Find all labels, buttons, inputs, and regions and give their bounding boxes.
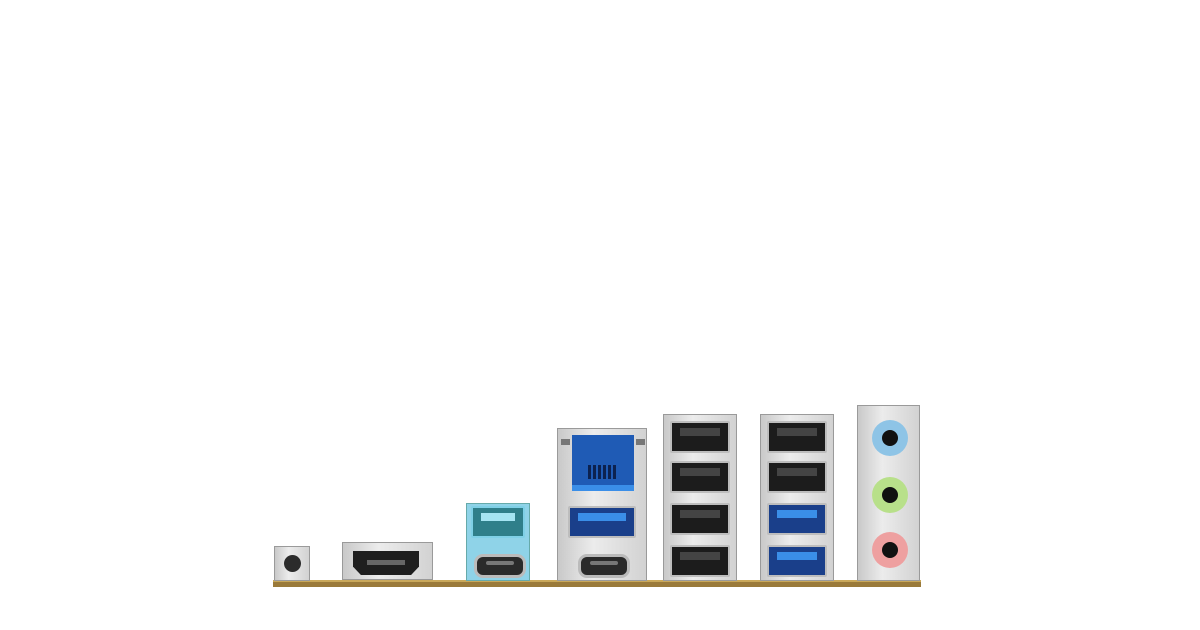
bios-flashback-button[interactable] [274, 546, 310, 581]
usb-a-port-teal[interactable] [471, 506, 525, 538]
usb-a-port-blue[interactable] [767, 545, 827, 577]
audio-jack-mic[interactable] [872, 532, 908, 568]
lan-led-right [636, 439, 645, 445]
usb-a-port[interactable] [670, 503, 730, 535]
audio-jack-line-out[interactable] [872, 477, 908, 513]
io-board-edge [273, 580, 921, 587]
audio-jack-line-in[interactable] [872, 420, 908, 456]
usb-a-port[interactable] [670, 421, 730, 453]
hdmi-port[interactable] [342, 542, 433, 580]
hdmi-opening [353, 551, 419, 575]
usb-a-port-blue[interactable] [568, 506, 636, 538]
usb-a-port-blue[interactable] [767, 503, 827, 535]
usb-stack-1 [663, 414, 737, 581]
usb-a-port[interactable] [767, 461, 827, 493]
button-cap [284, 555, 301, 572]
usb-c-port[interactable] [474, 554, 526, 578]
rj45-lan-port[interactable] [572, 435, 634, 491]
usb-a-port[interactable] [670, 461, 730, 493]
usb-a-port[interactable] [767, 421, 827, 453]
usb-stack-2 [760, 414, 834, 581]
usb-a-port[interactable] [670, 545, 730, 577]
usb-teal-stack [466, 503, 530, 581]
lan-usb-stack [557, 428, 647, 581]
lan-led-left [561, 439, 570, 445]
audio-panel [857, 405, 920, 581]
usb-c-port[interactable] [578, 554, 630, 578]
